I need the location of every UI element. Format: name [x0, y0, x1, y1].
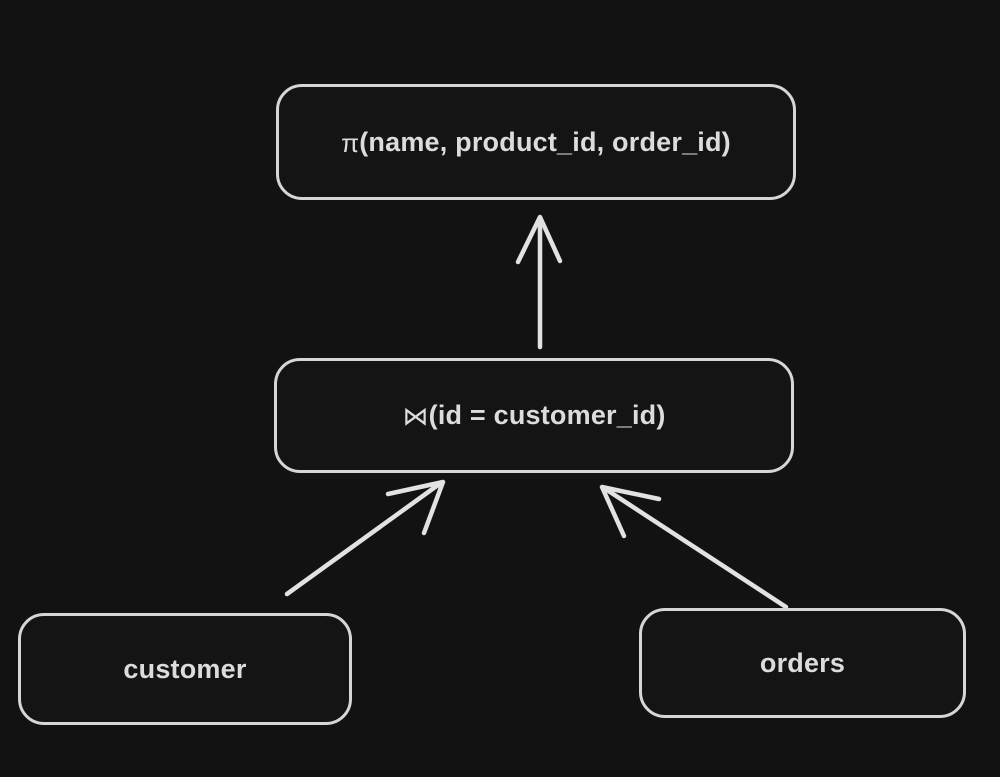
node-projection-label: π(name, product_id, order_id) [335, 126, 737, 158]
edge-orders-to-join [599, 484, 789, 610]
node-join[interactable]: ⋈(id = customer_id) [274, 358, 794, 473]
operator-symbol: π [341, 127, 360, 158]
node-customer-label: customer [123, 653, 247, 684]
node-join-label: ⋈(id = customer_id) [396, 400, 671, 431]
node-customer[interactable]: customer [18, 613, 352, 725]
node-orders-label: orders [759, 647, 846, 678]
operator-args: (id = customer_id) [428, 400, 666, 430]
edge-customer-to-join [284, 479, 446, 597]
edge-join-to-projection [515, 214, 563, 350]
operator-symbol: ⋈ [402, 401, 429, 431]
node-projection[interactable]: π(name, product_id, order_id) [276, 84, 796, 200]
node-orders[interactable]: orders [639, 608, 966, 718]
operator-args: (name, product_id, order_id) [359, 126, 731, 157]
